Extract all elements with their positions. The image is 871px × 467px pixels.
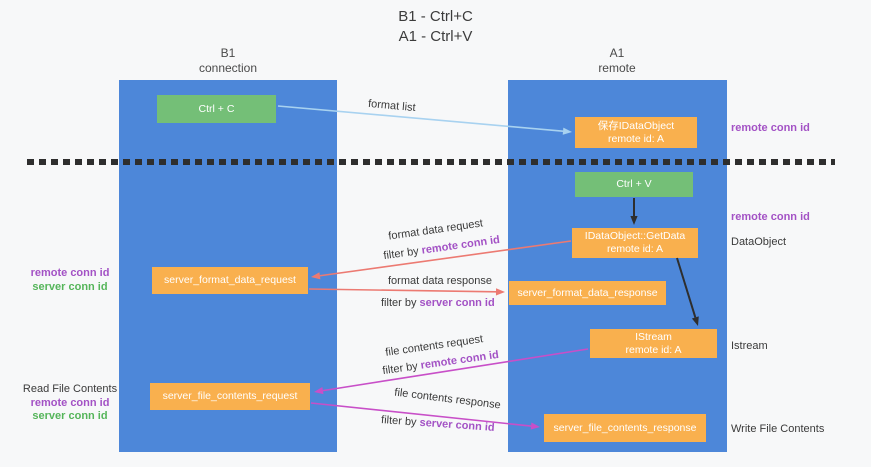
title-line-1: B1 - Ctrl+C: [398, 8, 473, 25]
label-istream: Istream: [731, 340, 768, 352]
node-istream: IStream remote id: A: [590, 329, 717, 358]
format-response-arrow: [308, 288, 497, 293]
label-left2-remote-conn-id: remote conn id: [30, 396, 110, 409]
flow-label-filter-server-2: filter by server conn id: [381, 414, 495, 434]
flow-label-filter-server-1: filter by server conn id: [381, 297, 495, 309]
filter-key-server-1: server conn id: [419, 297, 495, 309]
label-remote-conn-id-top: remote conn id: [731, 122, 810, 134]
a1-title: A1: [609, 46, 625, 60]
node-ctrl-c: Ctrl + C: [157, 95, 276, 123]
filter-key-remote-1: remote conn id: [420, 233, 501, 257]
label-dataobject: DataObject: [731, 236, 787, 248]
title-line-2: A1 - Ctrl+V: [398, 28, 473, 45]
format-response-label: server_format_data_response: [517, 286, 658, 299]
node-ctrl-v: Ctrl + V: [575, 172, 693, 197]
column-header-a1: A1 remote: [557, 46, 677, 76]
node-server-file-contents-request: server_file_contents_request: [150, 383, 310, 410]
file-request-label: server_file_contents_request: [162, 390, 298, 402]
filter-by-text-1: filter by: [382, 244, 423, 263]
save-idataobject-line1: 保存IDataObject: [597, 119, 675, 132]
b1-subtitle: connection: [198, 61, 258, 75]
format-response-arrow-head: [495, 288, 505, 296]
node-save-idataobject: 保存IDataObject remote id: A: [575, 117, 697, 148]
filter-by-text-4: filter by: [380, 414, 420, 429]
node-server-format-data-request: server_format_data_request: [152, 267, 308, 294]
left-label-group-file: Read File Contents remote conn id server…: [14, 383, 126, 424]
label-left2-server-conn-id: server conn id: [32, 410, 108, 422]
flow-label-format-list: format list: [367, 97, 417, 115]
node-server-format-data-response: server_format_data_response: [509, 281, 666, 305]
column-header-b1: B1 connection: [168, 46, 288, 76]
label-left1-remote-conn-id: remote conn id: [30, 267, 110, 279]
flow-label-format-data-response: format data response: [388, 275, 492, 287]
filter-by-text-3: filter by: [381, 359, 422, 378]
getdata-line1: IDataObject::GetData: [584, 230, 686, 242]
getdata-line2: remote id: A: [606, 243, 664, 255]
istream-line1: IStream: [635, 330, 672, 343]
label-left1-server-conn-id: server conn id: [32, 280, 108, 293]
a1-subtitle: remote: [598, 61, 636, 75]
file-response-label: server_file_contents_response: [553, 421, 697, 434]
ctrl-c-label: Ctrl + C: [198, 102, 235, 115]
node-idataobject-getdata: IDataObject::GetData remote id: A: [572, 228, 698, 258]
save-idataobject-line2: remote id: A: [607, 132, 665, 145]
phase-divider-dashed-line: [27, 159, 835, 165]
label-read-file-contents: Read File Contents: [22, 383, 118, 395]
filter-by-text-2: filter by: [381, 297, 420, 309]
filter-key-server-2: server conn id: [419, 416, 495, 434]
flow-label-file-contents-response: file contents response: [393, 386, 502, 412]
diagram-title: B1 - Ctrl+C A1 - Ctrl+V: [0, 7, 871, 47]
node-server-file-contents-response: server_file_contents_response: [544, 414, 706, 442]
left-label-group-format: remote conn id server conn id: [20, 267, 120, 294]
istream-line2: remote id: A: [625, 343, 682, 356]
format-request-label: server_format_data_request: [164, 274, 296, 286]
b1-title: B1: [220, 46, 236, 60]
ctrl-v-label: Ctrl + V: [616, 178, 652, 190]
label-remote-conn-id-mid: remote conn id: [731, 211, 810, 223]
label-write-file-contents: Write File Contents: [731, 423, 825, 435]
